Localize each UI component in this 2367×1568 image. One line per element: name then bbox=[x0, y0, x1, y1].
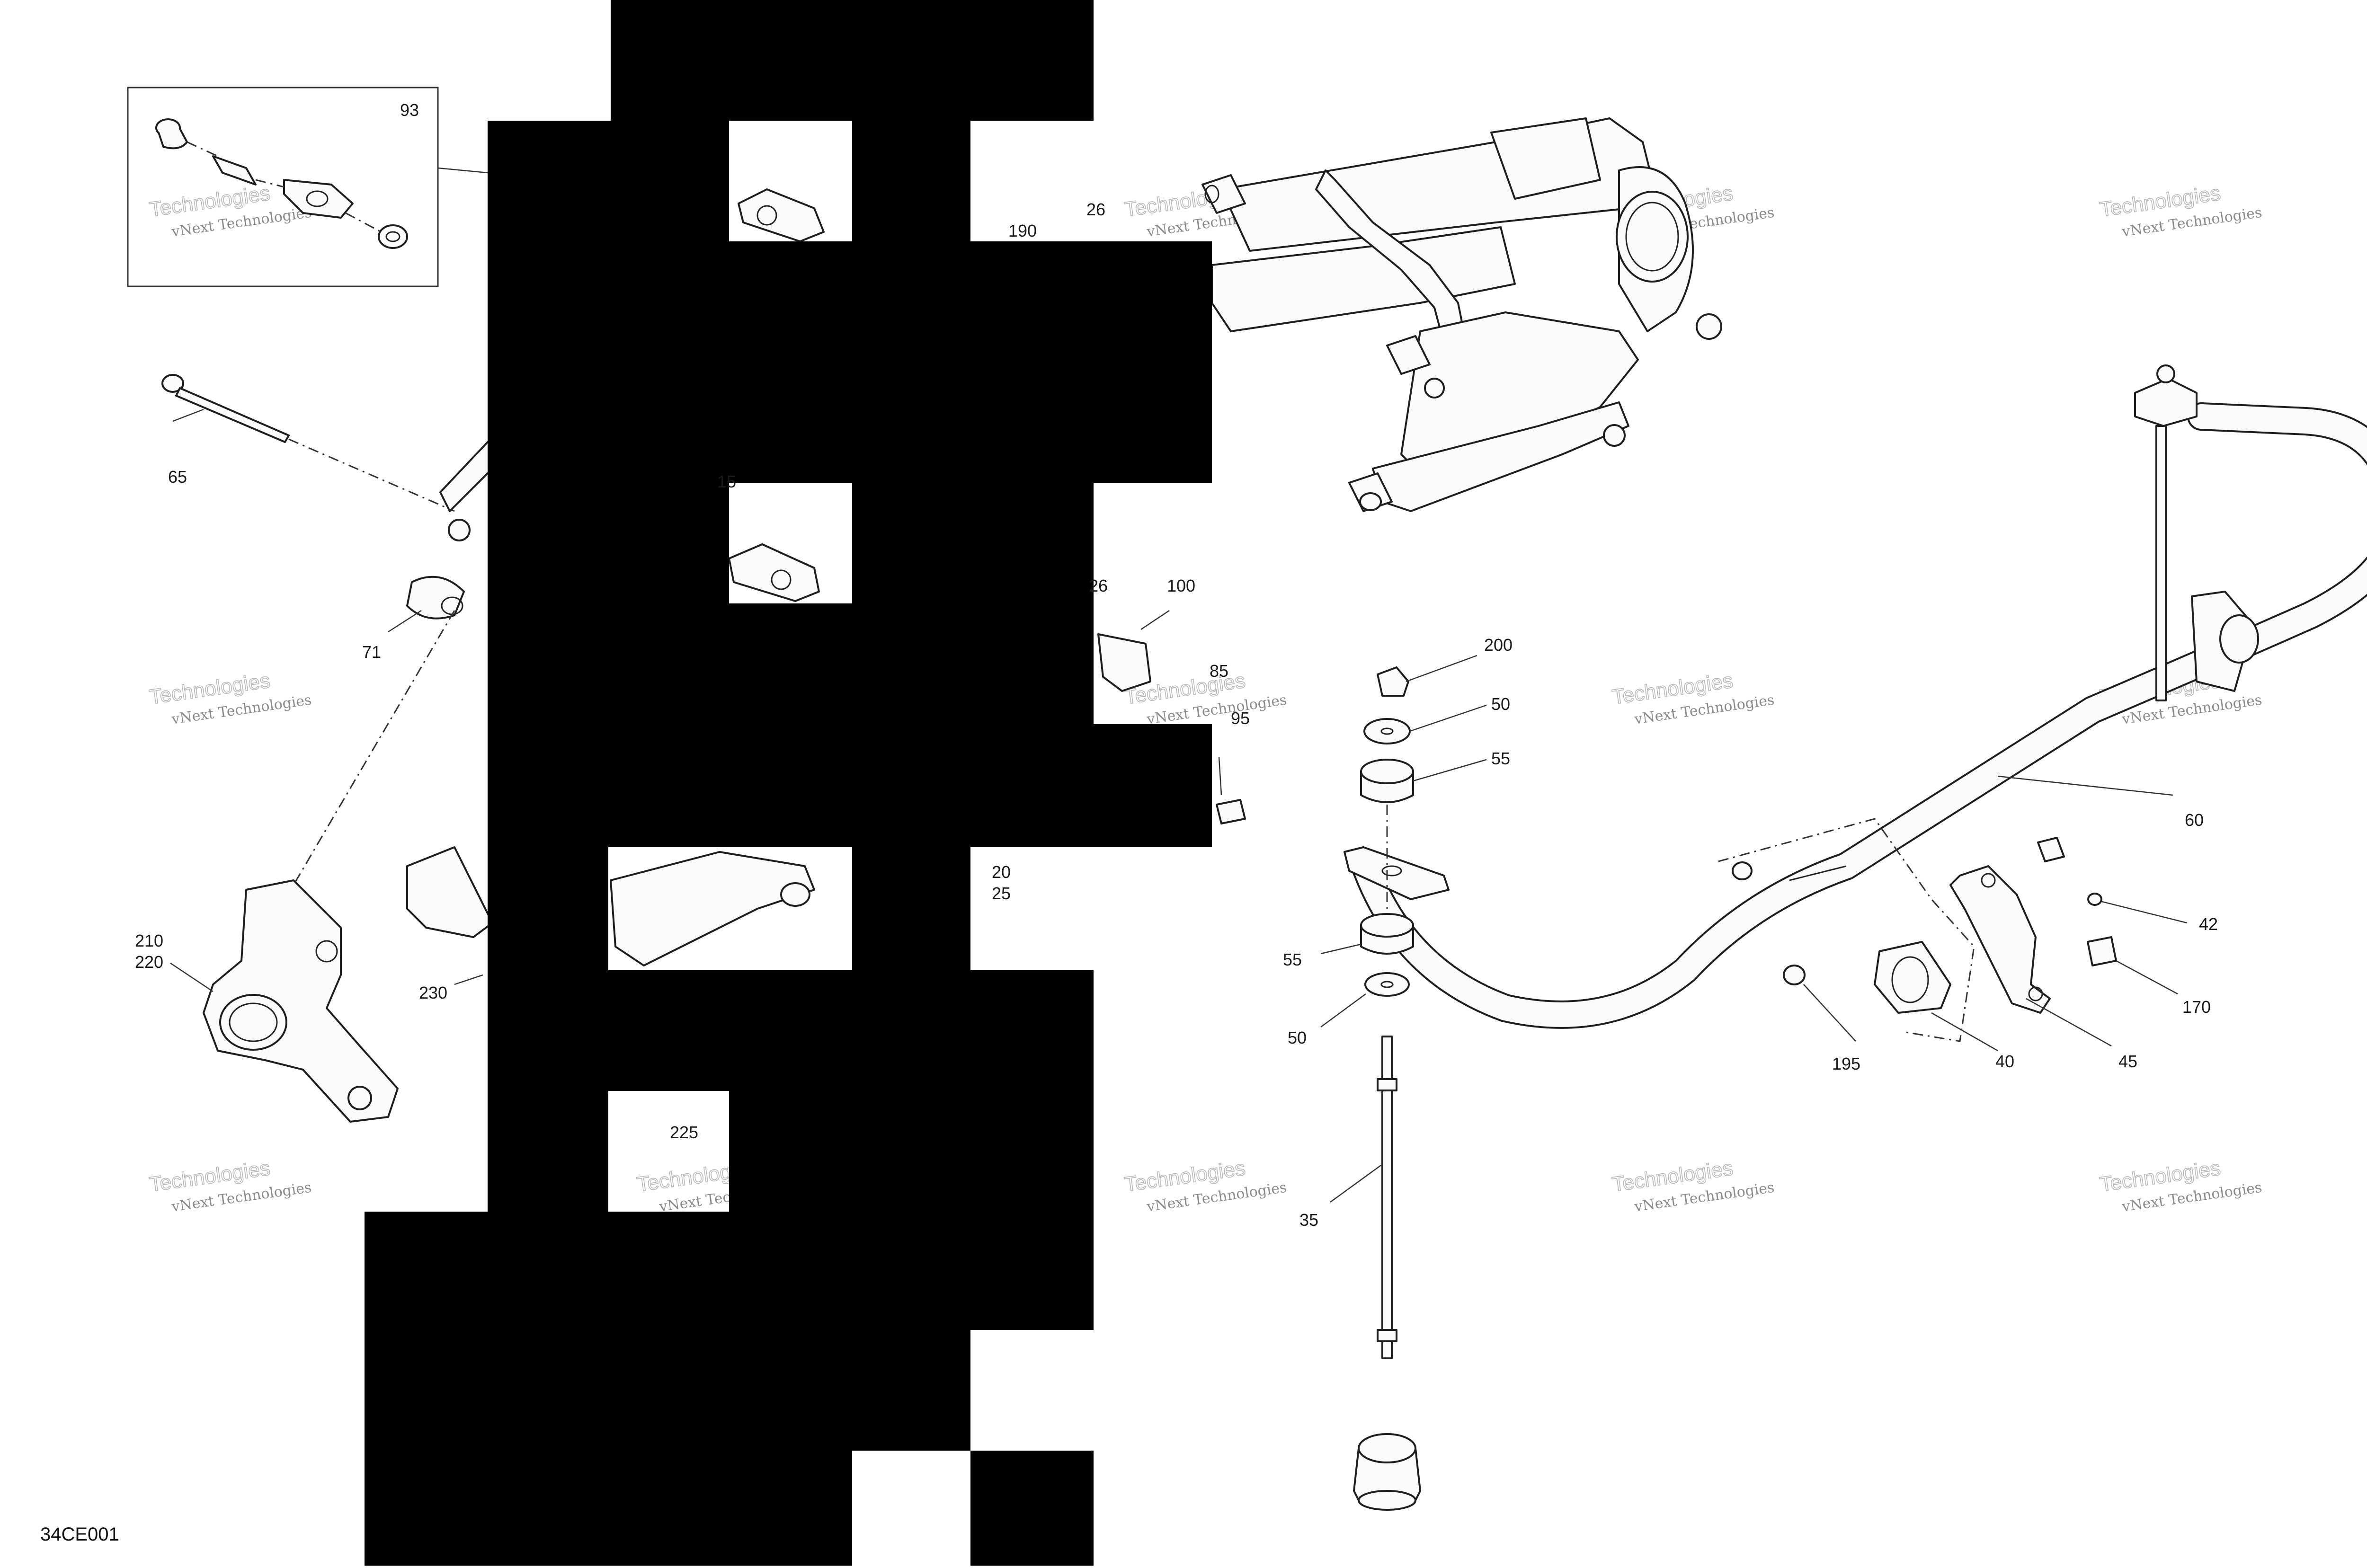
bushing-sleeve-icon bbox=[212, 155, 257, 186]
washer-50-upper bbox=[1363, 704, 1487, 744]
bolt-170 bbox=[2087, 936, 2178, 995]
rear-frame-assembly bbox=[1201, 117, 1722, 512]
callout-26: 26 bbox=[1086, 200, 1105, 219]
callout-85: 85 bbox=[1210, 661, 1228, 681]
callout-35: 35 bbox=[1299, 1210, 1318, 1230]
link-stack bbox=[1320, 655, 1487, 1511]
watermark: Technologies vNext Technologies bbox=[1123, 1156, 1288, 1215]
callout-45: 45 bbox=[2118, 1052, 2137, 1071]
callout-40: 40 bbox=[1995, 1052, 2014, 1071]
watermark: Technologies vNext Technologies bbox=[148, 669, 313, 728]
frame-bolt bbox=[1201, 174, 1246, 214]
nut-top-left bbox=[1732, 861, 1753, 880]
center-fragment-mid bbox=[728, 543, 820, 602]
callout-42: 42 bbox=[2199, 914, 2218, 934]
bushing-71 bbox=[388, 576, 465, 633]
callout-50: 50 bbox=[1288, 1028, 1307, 1047]
callout-95: 95 bbox=[1231, 709, 1250, 728]
redaction-mask bbox=[365, 0, 1212, 1566]
callout-170: 170 bbox=[2182, 997, 2211, 1017]
bushing-washer-icon bbox=[378, 224, 408, 249]
callout-25: 25 bbox=[992, 884, 1011, 903]
link-rod-35 bbox=[1330, 1036, 1397, 1359]
callout-labels: 93 65 71 210 220 230 225 190 26 26 100 8… bbox=[135, 100, 2218, 1230]
bushing-block-icon bbox=[283, 179, 354, 219]
diagram-code: 34CE001 bbox=[40, 1524, 119, 1545]
frame-bolt bbox=[1386, 335, 1431, 375]
bushing-55-lower bbox=[1320, 913, 1414, 955]
watermark: Technologies vNext Technologies bbox=[1611, 669, 1776, 728]
lower-arm-fragment bbox=[406, 846, 493, 985]
washer-50-lower bbox=[1320, 972, 1410, 1028]
watermark: Technologies vNext Technologies bbox=[2098, 1156, 2263, 1215]
callout-15: 15 bbox=[717, 472, 736, 491]
frame-bolt bbox=[1696, 313, 1722, 340]
bar-link-right bbox=[2134, 364, 2259, 701]
callout-65: 65 bbox=[168, 467, 187, 487]
callout-220: 220 bbox=[135, 952, 163, 972]
nut-200 bbox=[1377, 655, 1477, 697]
rubber-bumper bbox=[1353, 1433, 1421, 1511]
callout-225: 225 bbox=[670, 1123, 698, 1142]
callout-195: 195 bbox=[1832, 1054, 1860, 1073]
callout-200: 200 bbox=[1484, 635, 1513, 655]
callout-55: 55 bbox=[1283, 950, 1302, 969]
fragment-100 bbox=[1097, 610, 1170, 692]
callout-210: 210 bbox=[135, 931, 163, 950]
frame-bolt bbox=[1603, 424, 1626, 447]
bar-bushing bbox=[1874, 941, 1998, 1052]
watermark: Technologies vNext Technologies bbox=[148, 1156, 313, 1215]
frame-bolt bbox=[1348, 472, 1393, 512]
callout-55: 55 bbox=[1491, 749, 1510, 768]
nut-195 bbox=[1783, 965, 1856, 1042]
bushing-cap-icon bbox=[155, 118, 188, 150]
callout-93: 93 bbox=[400, 100, 419, 120]
callout-71: 71 bbox=[362, 642, 381, 662]
callout-100: 100 bbox=[1167, 576, 1195, 595]
bushing-kit-inset bbox=[127, 87, 488, 287]
callout-230: 230 bbox=[419, 983, 447, 1002]
callout-50: 50 bbox=[1491, 694, 1510, 714]
callout-60: 60 bbox=[2185, 810, 2204, 830]
bushing-55-upper bbox=[1360, 759, 1487, 803]
knuckle bbox=[170, 879, 399, 1123]
center-fragment-top bbox=[738, 188, 825, 242]
callout-26: 26 bbox=[1089, 576, 1108, 595]
callout-20: 20 bbox=[992, 862, 1011, 882]
watermark: Technologies vNext Technologies bbox=[2098, 181, 2263, 240]
watermark: Technologies vNext Technologies bbox=[1611, 1156, 1776, 1215]
bolt-top-clamp bbox=[2037, 837, 2065, 862]
fragment-95 bbox=[1216, 757, 1246, 824]
fitting-42 bbox=[2087, 893, 2188, 924]
long-bolt bbox=[161, 374, 290, 443]
stabilizer-bar bbox=[1344, 402, 2367, 1029]
bar-clamp bbox=[1949, 865, 2112, 1047]
frame-bolt bbox=[1424, 378, 1445, 399]
center-fragment-low bbox=[610, 851, 815, 966]
callout-190: 190 bbox=[1008, 221, 1037, 240]
